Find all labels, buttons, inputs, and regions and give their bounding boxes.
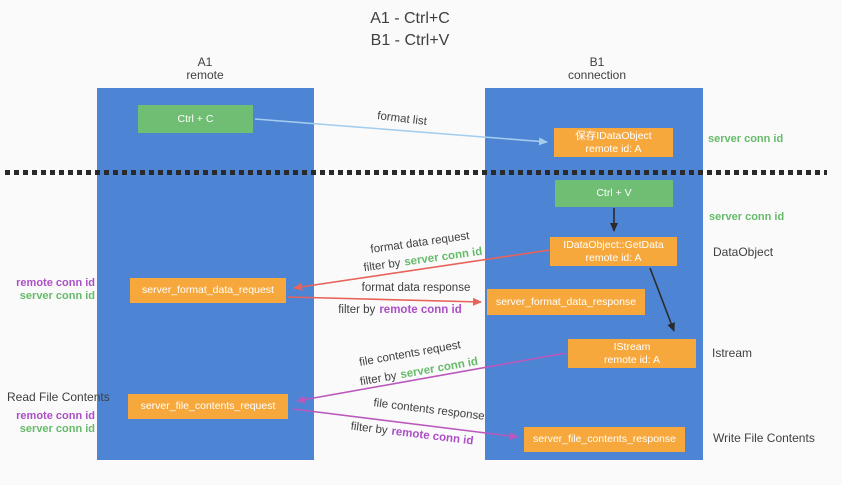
column-b1-id: B1	[589, 55, 605, 69]
server-file-contents-response-box: server_file_contents_response	[524, 427, 685, 452]
server-conn-id-label-top: server conn id	[708, 133, 784, 145]
format-data-response-arrow	[287, 296, 482, 306]
server-format-data-request-box: server_format_data_request	[130, 278, 286, 303]
server-conn-id-label-mid: server conn id	[709, 211, 785, 223]
format-data-response-label: format data response	[361, 282, 471, 294]
filter-prefix-4: filter by	[349, 420, 389, 437]
istream-side-label: Istream	[712, 346, 753, 360]
filter-value-2: remote conn id	[379, 304, 462, 316]
istream-line1: IStream	[613, 340, 651, 353]
server-conn-id-label-left-2: server conn id	[19, 423, 95, 435]
remote-conn-id-label-1: remote conn id	[16, 277, 95, 289]
column-header-a1: A1 remote	[135, 56, 275, 82]
title-line-1: A1 - Ctrl+C	[370, 10, 450, 27]
column-b1-role: connection	[567, 68, 627, 82]
filter-prefix-3: filter by	[359, 370, 398, 389]
dotted-divider-line	[5, 170, 827, 175]
ctrl-v-label: Ctrl + V	[596, 187, 632, 199]
getdata-line1: IDataObject::GetData	[563, 238, 664, 251]
column-header-b1: B1 connection	[527, 56, 667, 82]
filter-value-4: remote conn id	[390, 425, 475, 448]
remote-conn-id-label-2: remote conn id	[16, 410, 95, 422]
save-idataobject-line1: 保存IDataObject	[575, 129, 652, 142]
server-conn-id-label-left-1: server conn id	[19, 290, 95, 302]
write-file-contents-label: Write File Contents	[713, 431, 815, 445]
server-format-data-response-box: server_format_data_response	[487, 289, 645, 315]
column-a1-role: remote	[186, 68, 224, 82]
server-file-contents-response-label: server_file_contents_response	[532, 433, 676, 445]
filter-prefix-1: filter by	[362, 257, 402, 275]
server-file-contents-request-label: server_file_contents_request	[140, 400, 276, 412]
ctrl-v-box: Ctrl + V	[555, 180, 673, 207]
istream-line2: remote id: A	[603, 353, 661, 366]
column-a1-id: A1	[197, 55, 213, 69]
save-idataobject-line2: remote id: A	[585, 142, 642, 155]
dataobject-label: DataObject	[713, 245, 774, 259]
istream-box: IStream remote id: A	[568, 339, 696, 368]
server-file-contents-request-box: server_file_contents_request	[128, 394, 288, 419]
ctrl-c-box: Ctrl + C	[138, 105, 253, 133]
file-contents-response-label: file contents response	[372, 397, 486, 423]
ctrl-c-label: Ctrl + C	[177, 112, 214, 125]
filter-prefix-2: filter by	[338, 304, 376, 316]
diagram-title: A1 - Ctrl+C B1 - Ctrl+V	[0, 8, 820, 52]
save-idataobject-box: 保存IDataObject remote id: A	[554, 128, 673, 157]
read-file-contents-label: Read File Contents	[7, 390, 110, 404]
idataobject-getdata-box: IDataObject::GetData remote id: A	[550, 237, 677, 266]
server-format-data-response-label: server_format_data_response	[495, 295, 637, 308]
getdata-line2: remote id: A	[585, 251, 642, 264]
format-list-label: format list	[376, 110, 428, 128]
server-format-data-request-label: server_format_data_request	[142, 284, 274, 296]
title-line-2: B1 - Ctrl+V	[370, 32, 450, 49]
